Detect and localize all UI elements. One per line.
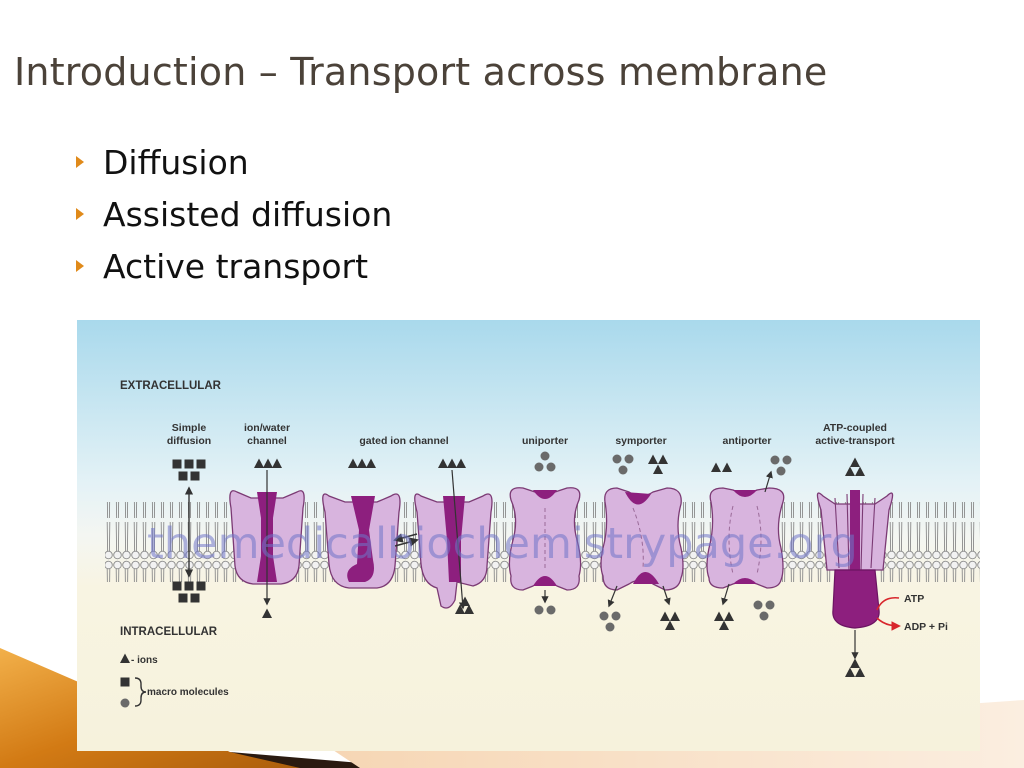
- closed-gate: [347, 496, 375, 582]
- legend-macro-label: macro molecules: [147, 687, 229, 698]
- antiporter-bottom-pocket: [733, 578, 757, 584]
- symporter-bottom-pocket: [633, 572, 659, 584]
- watermark-text: themedicalbiochemistrypage.org: [147, 519, 858, 569]
- adp-output-arrow: [876, 617, 901, 631]
- triangle-bullet-icon: [76, 156, 84, 168]
- transporter-label: symporter: [615, 435, 666, 447]
- symporter-flow-arrow-left: [607, 585, 618, 608]
- atp-transporter-channel: [850, 490, 860, 574]
- bullet-text: Assisted diffusion: [103, 194, 393, 234]
- antiporter-out-arrow: [764, 470, 773, 493]
- uniporter-top-pocket: [533, 490, 557, 499]
- transporter-label: gated ion channel: [359, 435, 448, 447]
- uniporter-group: uniporter: [508, 435, 582, 615]
- triangle-bullet-icon: [76, 208, 84, 220]
- transporter-label: uniporter: [522, 435, 568, 447]
- antiporter-in-arrow: [721, 583, 730, 606]
- atp-label: ATP: [904, 593, 924, 605]
- atp-binding-domain: [832, 569, 880, 629]
- transporter-label: antiporter: [722, 435, 771, 447]
- bullet-list: Diffusion Assisted diffusion Active tran…: [76, 136, 392, 292]
- gated-flow-arrow: [451, 469, 467, 610]
- triangle-bullet-icon: [76, 260, 84, 272]
- symporter-dashed-axis: [632, 507, 644, 569]
- symporter-flow-arrow-right: [662, 585, 671, 606]
- bullet-text: Active transport: [103, 246, 369, 286]
- antiporter-top-pocket: [733, 490, 757, 497]
- bullet-item-assisted-diffusion: Assisted diffusion: [76, 188, 392, 240]
- symporter-group: symporter: [599, 435, 684, 632]
- intracellular-label: INTRACELLULAR: [120, 626, 218, 638]
- legend-ions-label: - ions: [131, 655, 158, 666]
- bullet-item-diffusion: Diffusion: [76, 136, 392, 188]
- symporter-top-pocket: [625, 492, 651, 505]
- gated-ion-channel-group: gated ion channel: [322, 435, 493, 614]
- atp-transporter-subunit-lines: [834, 493, 876, 571]
- atp-input-arrow: [876, 596, 900, 611]
- legend-brace: [134, 677, 147, 707]
- legend: - ions macro molecules: [120, 653, 229, 708]
- slide-title: Introduction – Transport across membrane: [14, 50, 828, 94]
- gate-switch-arrows: [395, 534, 417, 546]
- antiporter-group: antiporter: [706, 435, 792, 630]
- bullet-text: Diffusion: [103, 142, 249, 182]
- uniporter-bottom-pocket: [533, 576, 557, 586]
- extracellular-label: EXTRACELLULAR: [120, 380, 222, 392]
- bullet-item-active-transport: Active transport: [76, 240, 392, 292]
- adp-pi-label: ADP + Pi: [904, 621, 948, 633]
